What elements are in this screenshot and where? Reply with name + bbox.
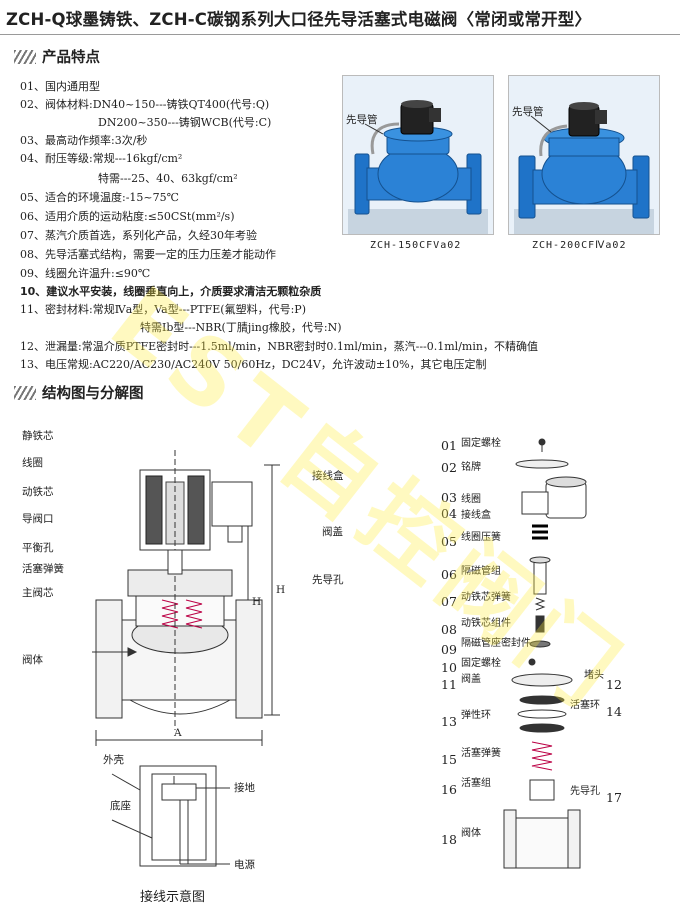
part-number: 15 xyxy=(441,752,457,767)
part-name: 接线盒 xyxy=(461,510,491,521)
feature-item: 13、电压常规:AC220/AC230/AC240V 50/60Hz，DC24V… xyxy=(20,358,487,371)
part-name: 动铁芯弹簧 xyxy=(461,592,511,603)
photo-caption: ZCH-200CFⅣa02 xyxy=(532,240,627,251)
feature-item: 09、线圈允许温升:≤90℃ xyxy=(20,267,151,280)
part-name: 线圈 xyxy=(461,494,481,505)
label-moving-core: 动铁芯 xyxy=(22,486,54,498)
feature-item: 特需---25、40、63kgf/cm² xyxy=(98,172,238,185)
label-base: 底座 xyxy=(110,800,131,812)
dimension-h1: H xyxy=(252,596,262,608)
dimension-h: H xyxy=(276,584,286,596)
section-structure-title: 结构图与分解图 xyxy=(42,386,144,402)
wiring-diagram xyxy=(111,765,230,867)
valve-cross-section xyxy=(92,450,280,746)
feature-item: 02、阀体材料:DN40~150---铸铁QT400(代号:Q) xyxy=(20,98,270,111)
part-number: 06 xyxy=(441,567,457,582)
label-static-core: 静铁芯 xyxy=(22,430,54,442)
part-name: 铭牌 xyxy=(461,462,481,473)
part-number: 08 xyxy=(441,622,457,637)
part-number: 05 xyxy=(441,534,457,549)
part-number: 01 xyxy=(441,438,457,453)
label-coil: 线圈 xyxy=(22,457,43,469)
feature-item: 08、先导活塞式结构，需要一定的压力压差才能动作 xyxy=(20,248,276,261)
part-number: 09 xyxy=(441,642,457,657)
part-number: 18 xyxy=(441,832,457,847)
feature-item: 05、适合的环境温度:-15~75℃ xyxy=(20,191,179,204)
feature-item: 特需Ib型---NBR(丁腈jing橡胶，代号:N) xyxy=(140,321,342,334)
label-junction-box: 接线盒 xyxy=(312,470,344,482)
feature-item: 11、密封材料:常规Ⅳa型，Va型---PTFE(氟塑料，代号:P) xyxy=(20,303,306,316)
product-photo-200 xyxy=(508,75,660,235)
feature-item: 06、适用介质的运动粘度:≤50CSt(mm²/s) xyxy=(20,210,235,223)
title-divider xyxy=(0,34,680,35)
label-valve-body: 阀体 xyxy=(22,654,43,666)
part-number: 07 xyxy=(441,594,457,609)
product-photo-150 xyxy=(342,75,494,235)
label-pilot-port: 导阀口 xyxy=(22,513,54,525)
section-marker-icon xyxy=(14,49,36,64)
label-pilot-hole: 先导孔 xyxy=(312,574,344,586)
wiring-caption: 接线示意图 xyxy=(140,890,206,905)
valve-150-illustration xyxy=(343,76,493,234)
part-name: 隔磁管组 xyxy=(461,566,501,577)
feature-item: 12、泄漏量:常温介质PTFE密封时---1.5ml/min，NBR密封时0.1… xyxy=(20,340,538,353)
page-title: ZCH-Q球墨铸铁、ZCH-C碳钢系列大口径先导活塞式电磁阀〈常闭或常开型〉 xyxy=(6,10,592,29)
feature-item: 04、耐压等级:常规---16kgf/cm² xyxy=(20,152,183,165)
section-structure-heading: 结构图与分解图 xyxy=(14,382,144,403)
part-name: 活塞组 xyxy=(461,778,491,789)
part-number: 03 xyxy=(441,490,457,505)
part-number: 14 xyxy=(606,704,622,719)
part-name: 弹性环 xyxy=(461,710,491,721)
feature-item: 01、国内通用型 xyxy=(20,80,100,93)
feature-item: 10、建议水平安装，线圈垂直向上，介质要求清洁无颗粒杂质 xyxy=(20,285,322,298)
valve-200-illustration xyxy=(509,76,659,234)
part-name: 活塞弹簧 xyxy=(461,748,501,759)
label-bonnet: 阀盖 xyxy=(322,526,343,538)
label-piston-spring: 活塞弹簧 xyxy=(22,563,64,575)
part-name: 先导孔 xyxy=(570,786,600,797)
part-name: 活塞环 xyxy=(570,700,600,711)
part-number: 16 xyxy=(441,782,457,797)
part-name: 动铁芯组件 xyxy=(461,618,511,629)
section-marker-icon xyxy=(14,385,36,400)
part-number: 12 xyxy=(606,677,622,692)
part-name: 固定螺栓 xyxy=(461,658,501,669)
part-name: 隔磁管座密封件 xyxy=(461,638,531,649)
feature-item: DN200~350---铸钢WCB(代号:C) xyxy=(98,116,272,129)
dimension-a: A xyxy=(174,727,182,739)
part-name: 阀盖 xyxy=(461,674,481,685)
label-balance-hole: 平衡孔 xyxy=(22,542,54,554)
label-shell: 外壳 xyxy=(103,754,124,766)
label-power: 电源 xyxy=(234,859,255,871)
section-features-heading: 产品特点 xyxy=(14,46,100,67)
section-features-title: 产品特点 xyxy=(42,50,100,66)
photo-label: 先导管 xyxy=(346,114,378,126)
part-number: 13 xyxy=(441,714,457,729)
part-name: 阀体 xyxy=(461,828,481,839)
part-number: 11 xyxy=(441,677,457,692)
feature-item: 03、最高动作频率:3次/秒 xyxy=(20,134,148,147)
part-name: 线圈压簧 xyxy=(461,532,501,543)
part-number: 02 xyxy=(441,460,457,475)
exploded-view xyxy=(503,438,587,869)
label-ground: 接地 xyxy=(234,782,255,794)
part-name: 堵头 xyxy=(584,670,604,681)
photo-caption: ZCH-150CFVa02 xyxy=(370,240,462,251)
part-name: 固定螺栓 xyxy=(461,438,501,449)
feature-item: 07、蒸汽介质首选，系列化产品，久经30年考验 xyxy=(20,229,257,242)
part-number: 10 xyxy=(441,660,457,675)
part-number: 17 xyxy=(606,790,622,805)
label-main-spool: 主阀芯 xyxy=(22,587,54,599)
photo-label: 先导管 xyxy=(512,106,544,118)
part-number: 04 xyxy=(441,506,457,521)
